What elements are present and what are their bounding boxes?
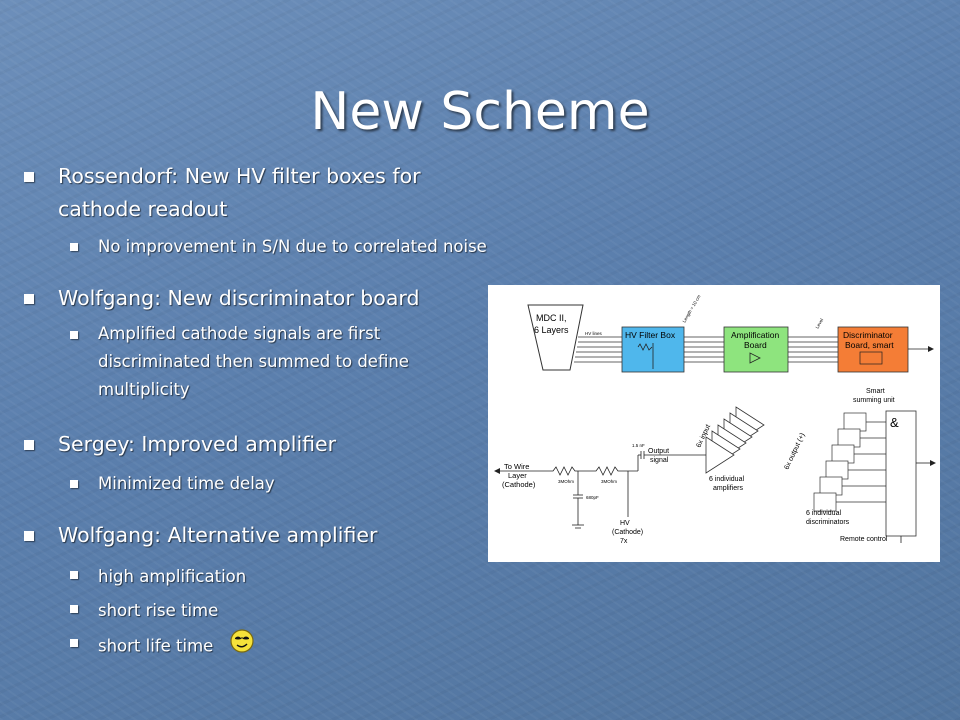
sub-bullet-no-improvement: No improvement in S/N due to correlated … [68, 232, 490, 262]
smiley-icon [229, 628, 255, 666]
sub-bullet-minimized-delay: Minimized time delay [68, 469, 490, 499]
discriminator-label-1: Discriminator [843, 330, 893, 340]
circuit-diagram: MDC II, 6 Layers HV lines Length = 10 cm… [488, 285, 940, 562]
bullet-wolfgang-alternative: Wolfgang: Alternative amplifier [20, 519, 490, 552]
wire-label-1: To Wire [504, 462, 529, 471]
hv-filter-box-label: HV Filter Box [625, 330, 676, 340]
hv-cathode-label-1: HV [620, 520, 630, 527]
resistor-1-label: 3MOhm [558, 479, 574, 484]
bullet-text: Wolfgang: New discriminator board [58, 286, 420, 310]
summing-unit [885, 410, 917, 537]
cap-bottom-label: 680pF [586, 495, 599, 500]
slide-title: New Scheme [310, 82, 650, 142]
square-bullet-icon [70, 331, 78, 339]
bullet-wolfgang-discriminator: Wolfgang: New discriminator board [20, 282, 490, 315]
bullet-rossendorf: Rossendorf: New HV filter boxes for cath… [20, 160, 490, 226]
wire-label-2: Layer [508, 471, 527, 480]
amplifier-stack [705, 406, 765, 474]
amp-board-label-1: Amplification [731, 330, 779, 340]
individual-disc-label-2: discriminators [806, 519, 850, 526]
square-bullet-icon [70, 605, 78, 613]
circuit-diagram-svg: MDC II, 6 Layers HV lines Length = 10 cm… [494, 294, 936, 545]
hv-lines-label: HV lines [585, 331, 603, 336]
amp-board-label-2: Board [744, 340, 767, 350]
mdc-label-2: 6 Layers [534, 325, 569, 335]
cap-top-label: 1.5 nF [632, 443, 645, 448]
square-bullet-icon [24, 531, 34, 541]
square-bullet-icon [70, 639, 78, 647]
sub-bullet-high-amplification: high amplification [68, 560, 490, 594]
output-signal-label-2: signal [650, 457, 669, 464]
hv-cathode-label-3: 7x [620, 538, 628, 545]
sub-bullet-amplified-signals: Amplified cathode signals are first disc… [68, 320, 428, 404]
and-symbol: & [890, 415, 899, 430]
bullet-list: Rossendorf: New HV filter boxes for cath… [20, 160, 490, 666]
sub-bullet-text: No improvement in S/N due to correlated … [98, 237, 487, 256]
bullet-sergey: Sergey: Improved amplifier [20, 428, 490, 461]
mdc-label-1: MDC II, [536, 313, 567, 323]
square-bullet-icon [24, 172, 34, 182]
bullet-text: Wolfgang: Alternative amplifier [58, 523, 378, 547]
wire-label-3: (Cathode) [502, 480, 536, 489]
square-bullet-icon [70, 480, 78, 488]
sub-bullet-short-life: short life time [68, 628, 490, 666]
remote-control-label: Remote control [840, 536, 888, 543]
individual-amps-label-1: 6 individual [709, 476, 744, 483]
smart-label-1: Smart [866, 388, 885, 395]
length-label: Length = 10 cm [682, 294, 702, 324]
sub-bullet-text: high amplification [98, 567, 247, 586]
mdc-chamber [527, 304, 584, 371]
smart-label-2: summing unit [853, 397, 895, 404]
bullet-text: Sergey: Improved amplifier [58, 432, 337, 456]
output-label: 6x output (+) [783, 432, 806, 471]
discriminator-label-2: Board, smart [845, 340, 894, 350]
sub-bullet-short-rise: short rise time [68, 594, 490, 628]
square-bullet-icon [70, 571, 78, 579]
top-signal-lines [574, 336, 838, 363]
square-bullet-icon [70, 243, 78, 251]
resistor-2-label: 3MOhm [601, 479, 617, 484]
square-bullet-icon [24, 294, 34, 304]
hv-cathode-label-2: (Cathode) [612, 529, 643, 536]
sub-bullet-text: Amplified cathode signals are first disc… [98, 324, 409, 399]
square-bullet-icon [24, 440, 34, 450]
discriminator-stack [813, 412, 867, 512]
bullet-text: Rossendorf: New HV filter boxes for cath… [58, 164, 421, 221]
discriminator-board [837, 326, 909, 373]
level-label: Level [815, 318, 825, 330]
individual-amps-label-2: amplifiers [713, 485, 743, 492]
input-resistor-chain [500, 466, 638, 476]
sub-bullet-text: Minimized time delay [98, 474, 275, 493]
amplification-board [723, 326, 789, 373]
sub-bullet-text: short life time [98, 636, 214, 656]
output-signal-label-1: Output [648, 448, 669, 455]
individual-disc-label-1: 6 individual [806, 510, 841, 517]
sub-bullet-text: short rise time [98, 601, 219, 620]
